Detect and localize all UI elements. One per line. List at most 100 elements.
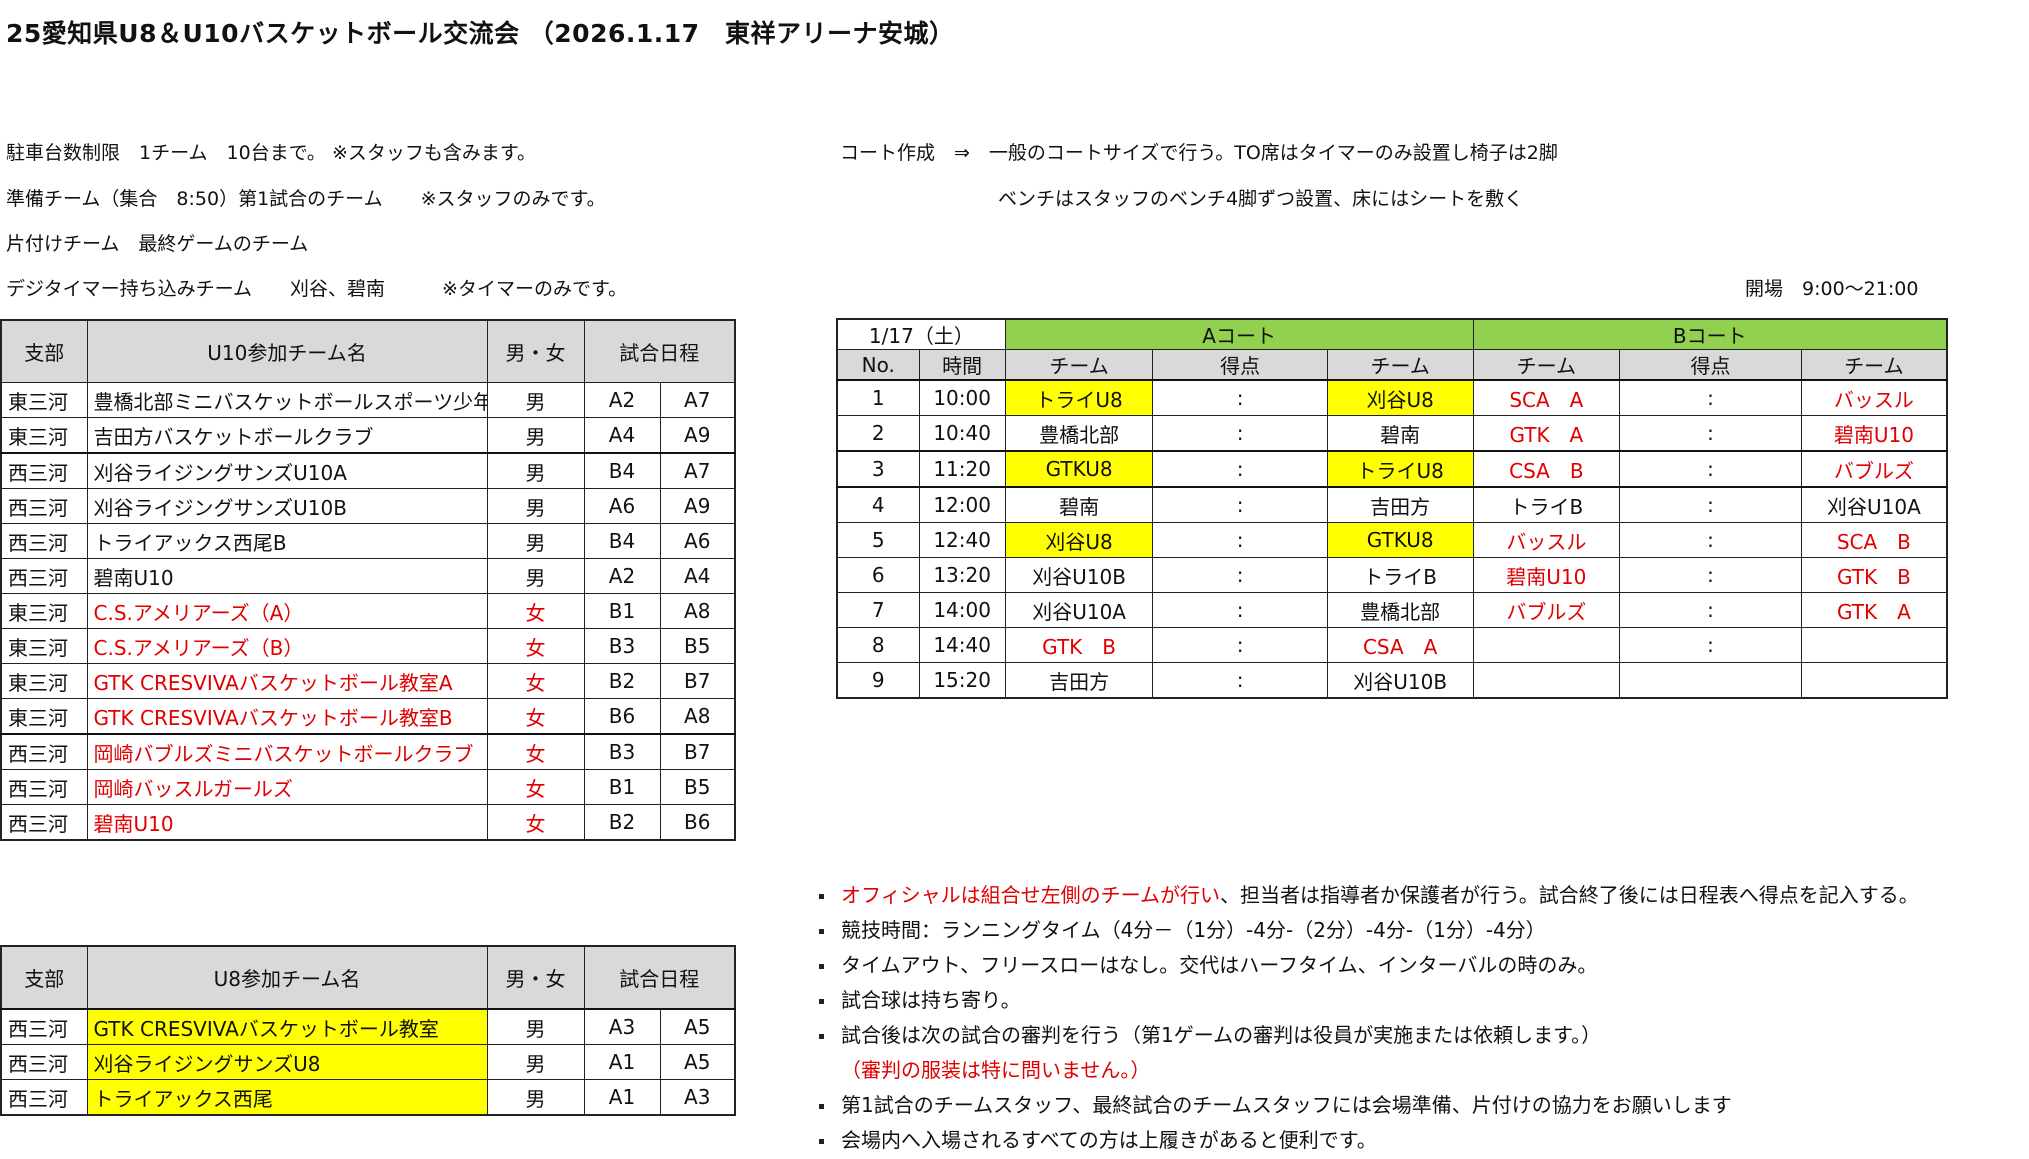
court-a-score-entry[interactable]: : bbox=[1152, 522, 1328, 558]
game2-cell: A9 bbox=[659, 488, 736, 524]
game2-cell: B7 bbox=[659, 663, 736, 699]
court-a-team1: GTK B bbox=[1004, 627, 1154, 663]
game-time: 11:20 bbox=[918, 450, 1006, 488]
court-b-team2: バブルズ bbox=[1800, 450, 1948, 488]
team-name-cell: 豊橋北部ミニバスケットボールスポーツ少年団 bbox=[86, 382, 488, 418]
court-b-score-entry[interactable]: : bbox=[1619, 450, 1802, 488]
game-time: 12:00 bbox=[918, 486, 1006, 523]
game2-cell: A3 bbox=[659, 1079, 736, 1116]
header-team: U8参加チーム名 bbox=[86, 945, 488, 1010]
header-b-score: 得点 bbox=[1619, 349, 1802, 381]
gender-cell: 男 bbox=[486, 1044, 585, 1080]
header-schedule: 試合日程 bbox=[583, 945, 736, 1010]
header-b-team1: チーム bbox=[1472, 349, 1621, 381]
schedule-table: 1/17（土） Aコート Bコート No. 時間 チーム 得点 チーム チーム … bbox=[836, 318, 1948, 699]
court-a-header: Aコート bbox=[1004, 318, 1474, 350]
court-a-team2: 碧南 bbox=[1326, 415, 1474, 452]
court-b-team1 bbox=[1472, 662, 1621, 699]
court-b-score-entry[interactable]: : bbox=[1619, 557, 1802, 593]
header-a-team2: チーム bbox=[1326, 349, 1474, 381]
opening-hours: 開場 9:00～21:00 bbox=[1745, 278, 1919, 300]
note-parking: 駐車台数制限 1チーム 10台まで。 ※スタッフも含みます。 bbox=[6, 142, 536, 164]
game-number: 3 bbox=[836, 450, 920, 488]
header-no: No. bbox=[836, 349, 920, 381]
court-b-score-entry[interactable]: : bbox=[1619, 627, 1802, 663]
court-b-score-entry[interactable]: : bbox=[1619, 415, 1802, 452]
schedule-court-header-row: 1/17（土） Aコート Bコート bbox=[836, 318, 1948, 350]
court-a-score-entry[interactable]: : bbox=[1152, 450, 1328, 488]
court-a-team2: 吉田方 bbox=[1326, 486, 1474, 523]
branch-cell: 東三河 bbox=[0, 417, 88, 454]
court-b-score-entry[interactable]: : bbox=[1619, 486, 1802, 523]
game-number: 5 bbox=[836, 522, 920, 558]
rule-item: 会場内へ入場されるすべての方は上履きがあると便利です。 bbox=[815, 1123, 1919, 1158]
gender-cell: 男 bbox=[486, 488, 585, 524]
court-a-score-entry[interactable]: : bbox=[1152, 415, 1328, 452]
team-name-cell: トライアックス西尾 bbox=[86, 1079, 488, 1116]
court-b-team2: SCA B bbox=[1800, 522, 1948, 558]
game2-cell: A5 bbox=[659, 1044, 736, 1080]
court-a-score-entry[interactable]: : bbox=[1152, 379, 1328, 416]
branch-cell: 東三河 bbox=[0, 698, 88, 735]
court-a-team2: 豊橋北部 bbox=[1326, 592, 1474, 628]
schedule-date: 1/17（土） bbox=[836, 318, 1006, 350]
game-time: 10:40 bbox=[918, 415, 1006, 452]
game2-cell: B6 bbox=[659, 804, 736, 841]
header-gender: 男・女 bbox=[486, 945, 585, 1010]
page-title: 25愛知県U8＆U10バスケットボール交流会 （2026.1.17 東祥アリーナ… bbox=[6, 19, 955, 48]
court-a-score-entry[interactable]: : bbox=[1152, 627, 1328, 663]
note-prep-team: 準備チーム（集合 8:50）第1試合のチーム ※スタッフのみです。 bbox=[6, 188, 606, 210]
branch-cell: 西三河 bbox=[0, 452, 88, 489]
gender-cell: 男 bbox=[486, 417, 585, 454]
court-b-team2: バッスル bbox=[1800, 379, 1948, 416]
gender-cell: 女 bbox=[486, 733, 585, 770]
court-b-score-entry[interactable]: : bbox=[1619, 592, 1802, 628]
court-b-team1: GTK A bbox=[1472, 415, 1621, 452]
game2-cell: A7 bbox=[659, 382, 736, 418]
team-name-cell: 碧南U10 bbox=[86, 804, 488, 841]
team-name-cell: GTK CRESVIVAバスケットボール教室B bbox=[86, 698, 488, 735]
game1-cell: A3 bbox=[583, 1008, 661, 1045]
court-b-team1 bbox=[1472, 627, 1621, 663]
game1-cell: B2 bbox=[583, 804, 661, 841]
branch-cell: 西三河 bbox=[0, 523, 88, 559]
court-a-score-entry[interactable]: : bbox=[1152, 557, 1328, 593]
court-b-team2: GTK A bbox=[1800, 592, 1948, 628]
game-number: 4 bbox=[836, 486, 920, 523]
gender-cell: 女 bbox=[486, 769, 585, 805]
game-time: 14:00 bbox=[918, 592, 1006, 628]
rule-item: 試合球は持ち寄り。 bbox=[815, 983, 1919, 1018]
court-a-score-entry[interactable]: : bbox=[1152, 662, 1328, 699]
game2-cell: B5 bbox=[659, 628, 736, 664]
game-number: 9 bbox=[836, 662, 920, 699]
gender-cell: 男 bbox=[486, 1079, 585, 1116]
game-time: 10:00 bbox=[918, 379, 1006, 416]
court-a-score-entry[interactable]: : bbox=[1152, 592, 1328, 628]
team-name-cell: 岡崎バブルズミニバスケットボールクラブ bbox=[86, 733, 488, 770]
court-b-team2 bbox=[1800, 662, 1948, 699]
rule-officials-highlight: オフィシャルは組合せ左側のチームが行い bbox=[841, 883, 1220, 907]
court-b-score-entry[interactable]: : bbox=[1619, 379, 1802, 416]
court-b-team1: バッスル bbox=[1472, 522, 1621, 558]
court-a-team1: 豊橋北部 bbox=[1004, 415, 1154, 452]
court-a-team2: 刈谷U10B bbox=[1326, 662, 1474, 699]
court-a-team1: トライU8 bbox=[1004, 379, 1154, 416]
branch-cell: 西三河 bbox=[0, 1008, 88, 1045]
game2-cell: B5 bbox=[659, 769, 736, 805]
court-b-score-entry[interactable]: : bbox=[1619, 522, 1802, 558]
u10-header-row: 支部 U10参加チーム名 男・女 試合日程 bbox=[0, 319, 736, 383]
note-bench-setup: ベンチはスタッフのベンチ4脚ずつ設置、床にはシートを敷く bbox=[998, 188, 1524, 210]
court-a-score-entry[interactable]: : bbox=[1152, 486, 1328, 523]
court-b-score-entry[interactable] bbox=[1619, 662, 1802, 699]
